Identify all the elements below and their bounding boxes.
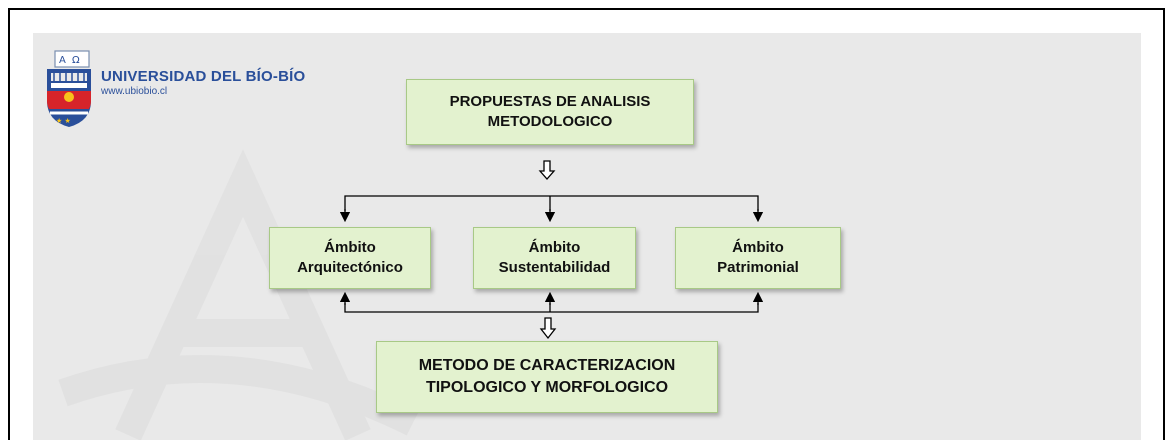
watermark-emblem <box>58 149 420 440</box>
merge-line <box>344 303 759 313</box>
sustainability-scope-box: Ámbito Sustentabilidad <box>473 227 636 289</box>
svg-text:Ω: Ω <box>72 55 80 66</box>
svg-text:★ ★: ★ ★ <box>56 117 71 125</box>
connector-lines <box>339 160 764 340</box>
university-logo: A Ω ★ ★ UNIVERSIDAD DEL BÍO-BÍO www.ubio… <box>41 49 341 129</box>
university-shield-icon: A Ω ★ ★ <box>47 50 91 127</box>
analysis-proposals-box: PROPUESTAS DE ANALISIS METODOLOGICO <box>406 79 694 145</box>
architectural-scope-box: Ámbito Arquitectónico <box>269 227 431 289</box>
hollow-arrow-down-bottom <box>539 317 557 340</box>
heritage-scope-box: Ámbito Patrimonial <box>675 227 841 289</box>
hollow-arrow-down-top <box>538 160 556 180</box>
slide: A Ω ★ ★ UNIVERSIDAD DEL BÍO-BÍO www.ubio… <box>33 33 1141 440</box>
svg-text:A: A <box>59 55 66 66</box>
university-name: UNIVERSIDAD DEL BÍO-BÍO <box>101 68 306 85</box>
university-website: www.ubiobio.cl <box>101 86 168 97</box>
split-line <box>344 195 759 211</box>
characterization-method-box: METODO DE CARACTERIZACION TIPOLOGICO Y M… <box>376 341 718 413</box>
